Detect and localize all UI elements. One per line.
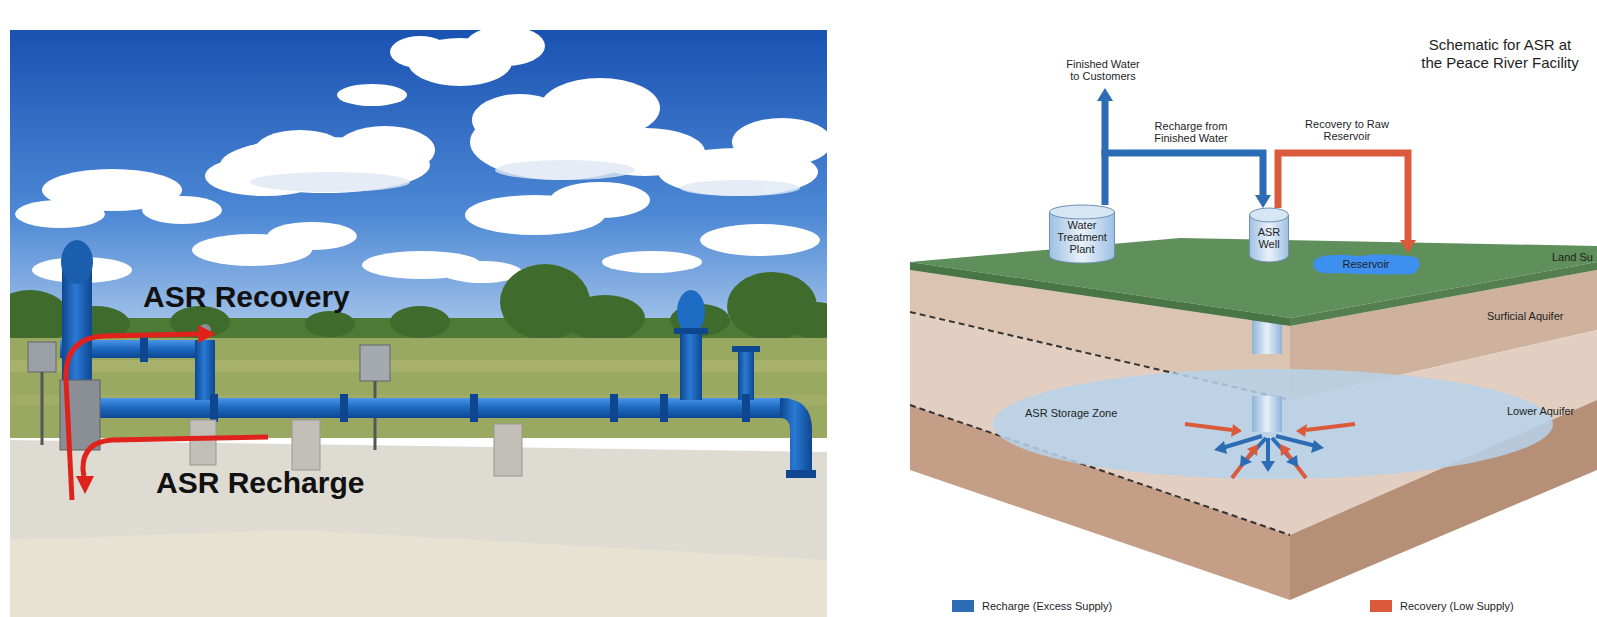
- flow-label: Recharge from Finished Water: [1145, 120, 1237, 144]
- treatment-plant-tank: Water Treatment Plant: [1049, 205, 1115, 263]
- supply-arrow: [1097, 88, 1113, 157]
- storage-zone: ASR Storage Zone: [993, 369, 1553, 479]
- node-label: ASR Storage Zone: [1025, 407, 1117, 419]
- flow-connector: [1105, 153, 1271, 208]
- node-label: Surficial Aquifer: [1487, 310, 1563, 322]
- supply-label: Finished Water to Customers: [1063, 58, 1143, 82]
- photo-callout: ASR Recovery: [143, 280, 350, 314]
- legend-label: Recovery (Low Supply): [1400, 599, 1514, 613]
- legend-swatch: [952, 600, 974, 612]
- pipework: [28, 240, 816, 478]
- lower-aquifer-layer: Lower Aquifer ASR Storage Zone: [910, 312, 1597, 612]
- photo-callout: ASR Recharge: [156, 466, 364, 500]
- clouds: [15, 30, 827, 283]
- flow-label: Recovery to Raw Reservoir: [1300, 118, 1394, 142]
- node-label: Reservoir: [1342, 258, 1389, 270]
- reservoir-pond: Reservoir: [1310, 253, 1422, 275]
- legend-swatch: [1370, 600, 1392, 612]
- asr-well: ASR Well: [1249, 208, 1289, 262]
- diagram-title: Schematic for ASR at the Peace River Fac…: [1419, 36, 1581, 72]
- flow-connector: [1278, 153, 1416, 253]
- node-label: Water Treatment Plant: [1052, 219, 1112, 255]
- node-label: ASR Well: [1252, 226, 1286, 250]
- node-label: Land Su: [1552, 251, 1593, 263]
- node-label: Lower Aquifer: [1507, 405, 1574, 417]
- legend-label: Recharge (Excess Supply): [982, 599, 1112, 613]
- node-shape: [993, 369, 1553, 479]
- photo-scene: [10, 30, 827, 617]
